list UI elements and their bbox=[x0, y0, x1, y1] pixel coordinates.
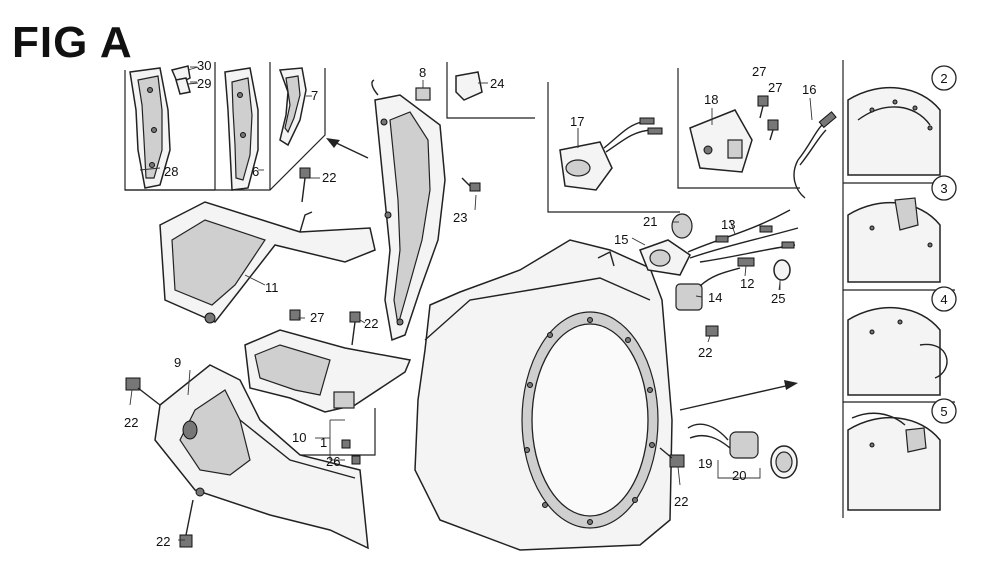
bolt-22-left bbox=[125, 377, 161, 406]
callout-8: 8 bbox=[419, 65, 426, 80]
callout-21: 21 bbox=[643, 214, 657, 229]
callout-25: 25 bbox=[771, 291, 785, 306]
connector-12 bbox=[737, 257, 755, 267]
callout-27-top: 27 bbox=[752, 64, 766, 79]
screws-27 bbox=[757, 95, 779, 141]
lamp-19-20 bbox=[687, 423, 798, 479]
shroud-plate-6 bbox=[224, 67, 264, 191]
switch-plate-18 bbox=[689, 108, 753, 173]
callout-29: 29 bbox=[197, 76, 211, 91]
detail-numbers: 2 3 4 5 bbox=[940, 71, 947, 419]
detail-5 bbox=[847, 412, 941, 511]
callout-11: 11 bbox=[265, 280, 279, 295]
callout-30: 30 bbox=[197, 58, 211, 73]
shroud-plate-28 bbox=[129, 67, 171, 189]
direction-arrow-upper bbox=[326, 138, 369, 159]
switch-frames bbox=[547, 68, 800, 213]
grommet-21 bbox=[671, 213, 693, 239]
detail-3 bbox=[847, 197, 941, 283]
screw-23 bbox=[461, 177, 481, 192]
callout-22-bracket: 22 bbox=[364, 316, 378, 331]
detail-2 bbox=[847, 87, 941, 176]
fan-shroud bbox=[414, 239, 673, 551]
callout-9: 9 bbox=[174, 355, 181, 370]
screw-22-electrical bbox=[705, 325, 719, 337]
callout-27-mid: 27 bbox=[768, 80, 782, 95]
top-left-frames bbox=[124, 62, 326, 191]
callout-10: 10 bbox=[292, 430, 306, 445]
shroud-plate-7 bbox=[278, 67, 312, 147]
callout-labels: 30 29 28 6 7 8 24 22 23 11 27 22 9 22 10… bbox=[124, 58, 816, 549]
detail-circles bbox=[931, 65, 957, 424]
callout-1: 1 bbox=[320, 435, 327, 450]
callout-22-electrical: 22 bbox=[698, 345, 712, 360]
clamp-25 bbox=[773, 259, 791, 290]
bolt-22-shroud bbox=[659, 447, 685, 468]
callout-13: 13 bbox=[721, 217, 735, 232]
harness-13 bbox=[687, 209, 799, 263]
clip-29-30 bbox=[170, 65, 197, 95]
callout-15: 15 bbox=[614, 232, 628, 247]
detail-number-2: 2 bbox=[940, 71, 947, 86]
detail-4 bbox=[847, 307, 948, 396]
callout-18: 18 bbox=[704, 92, 718, 107]
callout-28: 28 bbox=[164, 164, 178, 179]
callout-22-upper: 22 bbox=[322, 170, 336, 185]
direction-arrow-right bbox=[679, 380, 798, 411]
callout-23: 23 bbox=[453, 210, 467, 225]
bolt-22-upper bbox=[299, 167, 311, 203]
callout-7: 7 bbox=[311, 88, 318, 103]
side-shroud bbox=[371, 79, 446, 342]
figure-title: FIG A bbox=[12, 18, 133, 67]
callout-12: 12 bbox=[740, 276, 754, 291]
callout-27-bracket: 27 bbox=[310, 310, 324, 325]
bracket-10 bbox=[244, 309, 412, 413]
callout-22-left: 22 bbox=[124, 415, 138, 430]
callout-20: 20 bbox=[732, 468, 746, 483]
lower-cover-9 bbox=[154, 364, 369, 550]
callout-6: 6 bbox=[252, 164, 259, 179]
leader-lines bbox=[129, 66, 813, 541]
callout-16: 16 bbox=[802, 82, 816, 97]
detail-number-5: 5 bbox=[940, 404, 947, 419]
callout-17: 17 bbox=[570, 114, 584, 129]
detail-number-3: 3 bbox=[940, 181, 947, 196]
oil-sensor-15 bbox=[639, 239, 691, 276]
callout-19: 19 bbox=[698, 456, 712, 471]
bolt-22-bottom bbox=[179, 499, 194, 548]
callout-24: 24 bbox=[490, 76, 504, 91]
callout-22-bottom: 22 bbox=[156, 534, 170, 549]
wire-16 bbox=[793, 111, 837, 199]
air-guide-11 bbox=[159, 201, 376, 324]
top-center-frame bbox=[415, 62, 535, 119]
detail-number-4: 4 bbox=[940, 292, 947, 307]
callout-26: 26 bbox=[326, 454, 340, 469]
callout-14: 14 bbox=[708, 290, 722, 305]
callout-22-shroud: 22 bbox=[674, 494, 688, 509]
